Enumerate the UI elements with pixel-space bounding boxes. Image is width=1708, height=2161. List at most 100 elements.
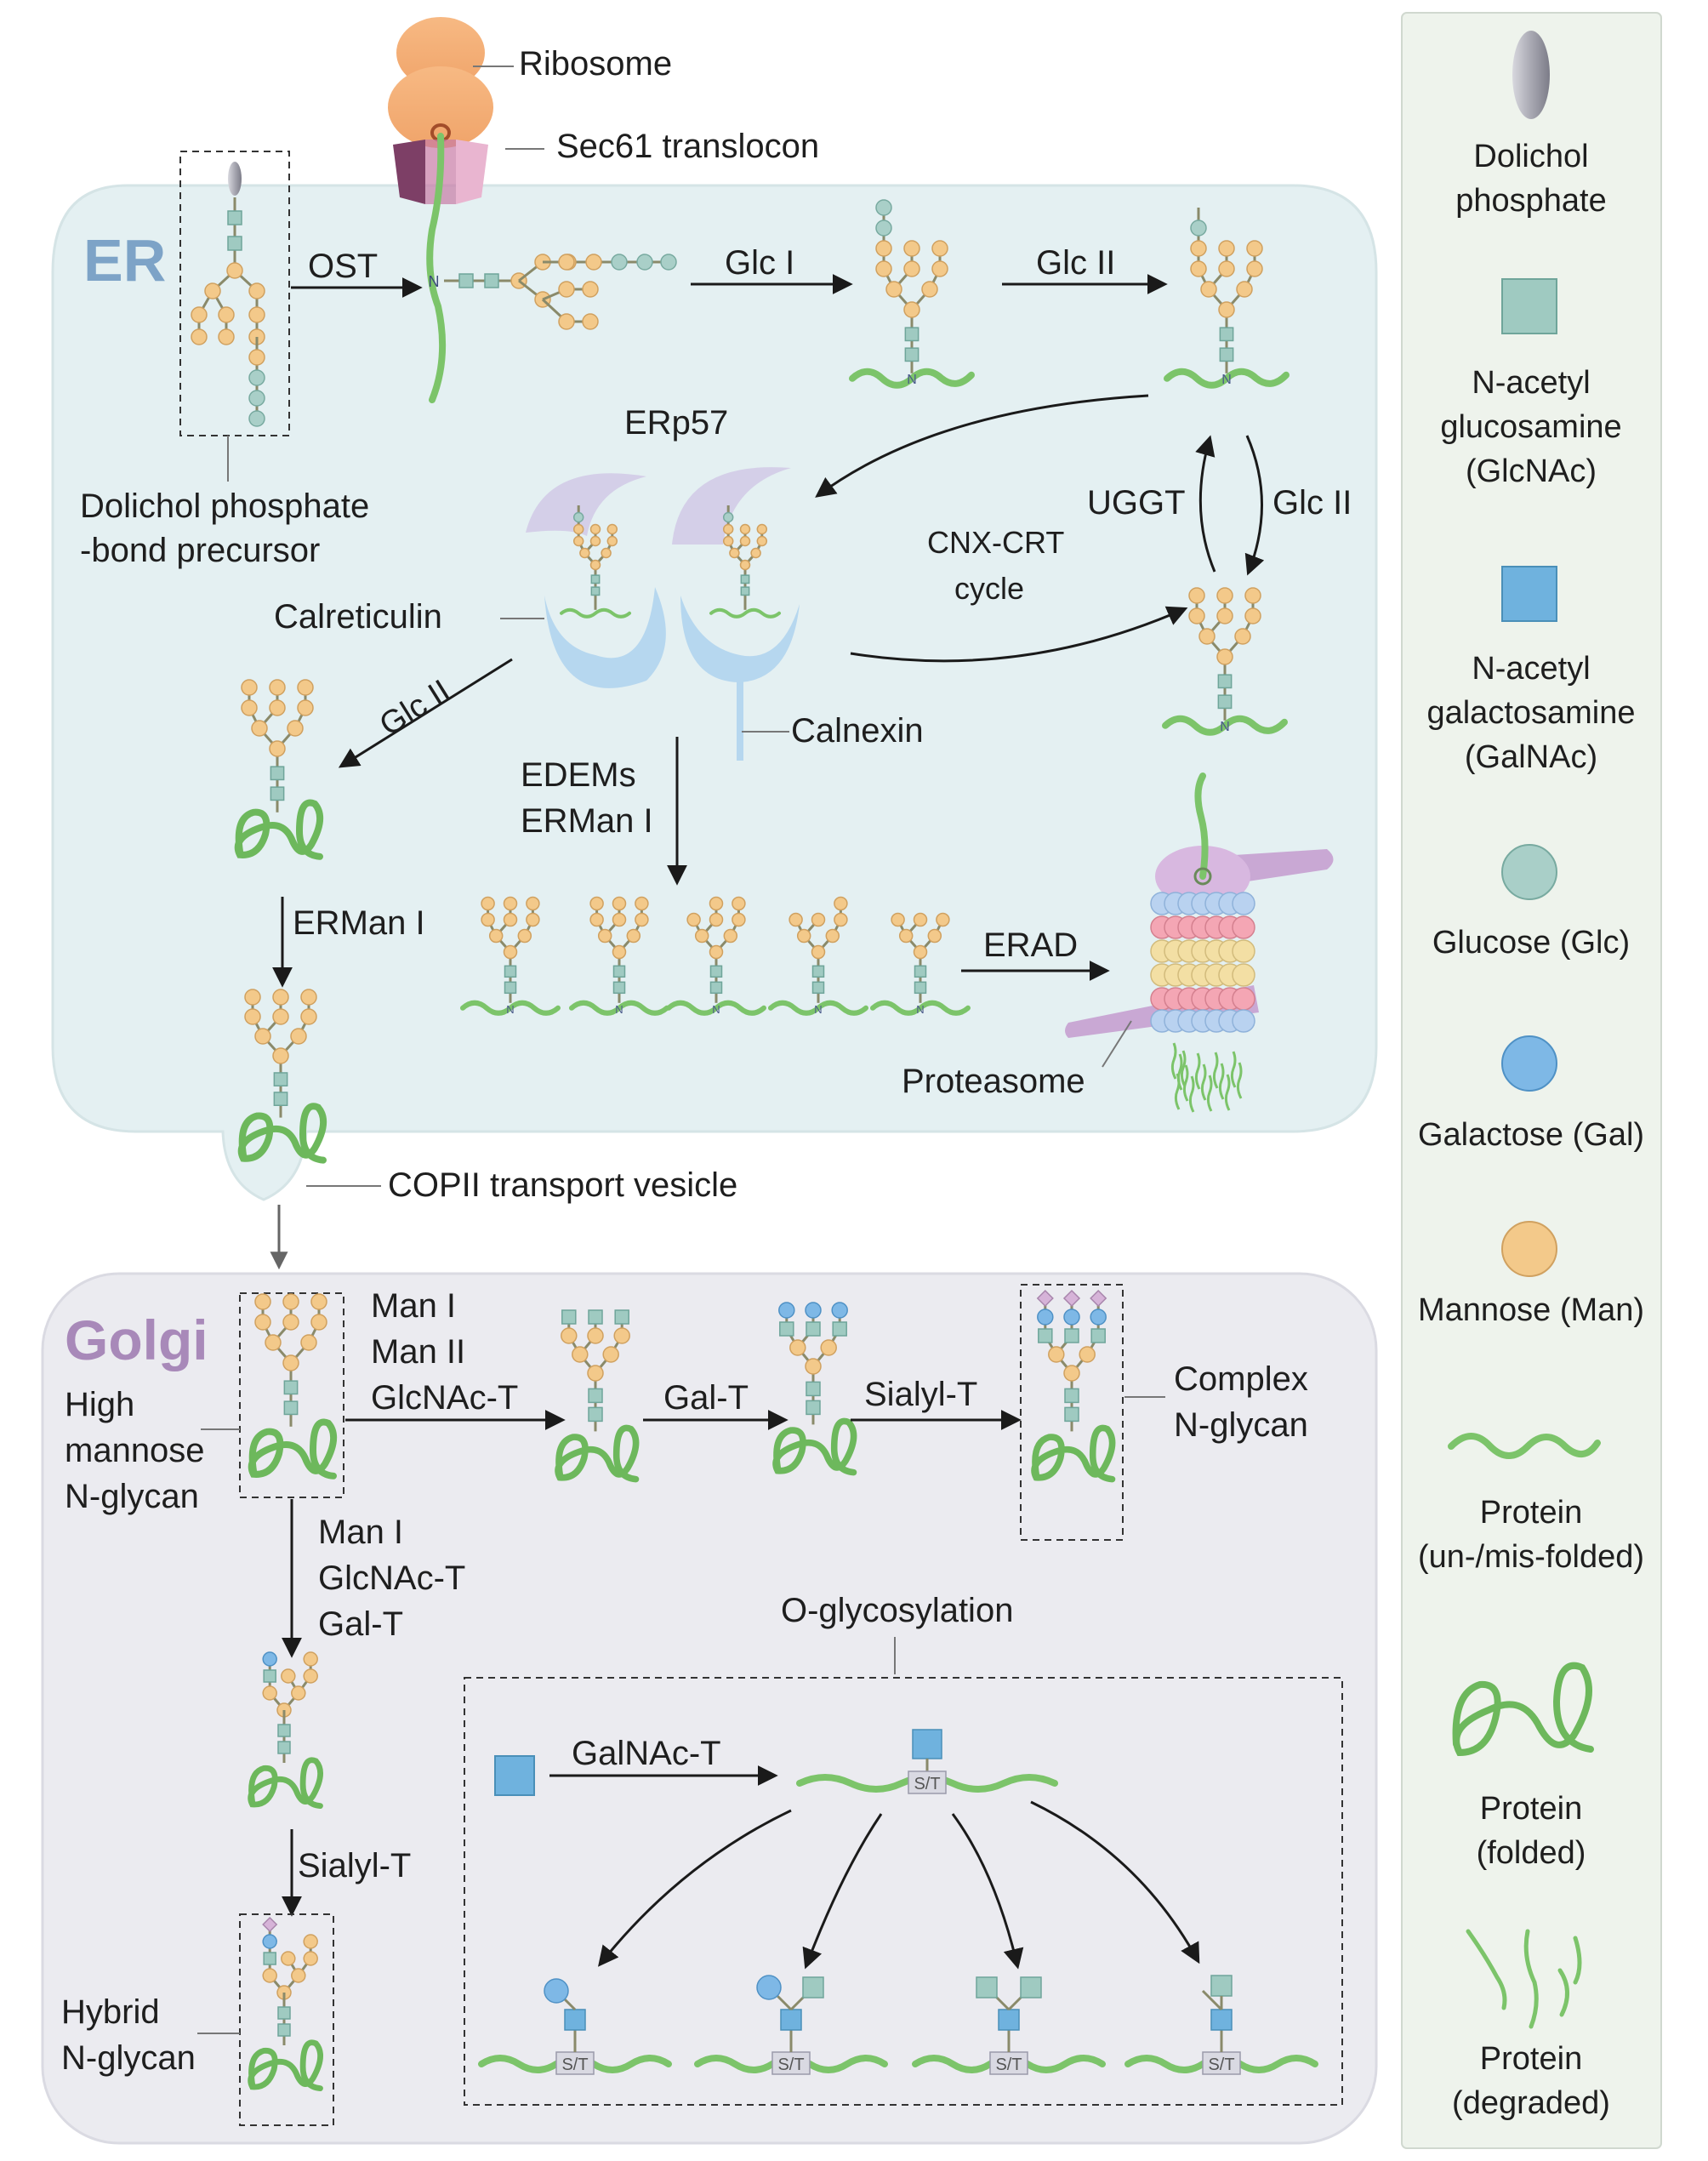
mannose-residue — [191, 306, 208, 323]
unfolded-protein-chain — [849, 368, 975, 389]
glcnac-residue — [709, 965, 723, 978]
folded-protein-chain — [234, 799, 323, 860]
high-mannose-glycan — [248, 1293, 337, 1480]
mannose-residue — [300, 1334, 317, 1351]
mannose-residue — [635, 912, 649, 927]
mannose-residue — [1063, 1365, 1080, 1382]
glc2-cycle-label: Glc II — [1272, 484, 1352, 522]
legend-mannose: Mannose (Man) — [1418, 1292, 1644, 1328]
mannose-residue — [686, 912, 701, 927]
glcnac-residue — [612, 965, 626, 978]
mannose-residue — [898, 928, 914, 944]
glcnact-label: GlcNAc-T — [371, 1379, 518, 1417]
galnac-residue — [780, 2009, 802, 2031]
folded-protein-chain — [237, 1103, 327, 1164]
mannose-residue — [265, 1334, 282, 1351]
st-site-label: S/T — [777, 2056, 804, 2074]
legend-glucose: Glucose (Glc) — [1432, 925, 1630, 961]
chaperone-bound-glycan-2 — [709, 505, 781, 619]
st-site — [1202, 2051, 1241, 2075]
mannose-residue — [1236, 281, 1253, 298]
mannose-residue — [589, 535, 601, 547]
mannose-residue — [1218, 301, 1235, 318]
galactosylated-glycan — [772, 1302, 857, 1476]
degraded-peptide — [1194, 1052, 1201, 1090]
glcnac-residue — [614, 1309, 629, 1325]
glcnac-residue — [504, 965, 517, 978]
degraded-peptide — [1174, 1073, 1181, 1110]
degraded-peptide — [1188, 1075, 1195, 1113]
precursor-label-2: -bond precursor — [80, 532, 320, 569]
o-glycan-product-4: S/T — [1124, 1975, 1318, 2075]
high-mannose-label-2: mannose — [65, 1432, 205, 1469]
glucose-residue — [248, 410, 265, 427]
copii-label: COPII transport vesicle — [388, 1166, 737, 1204]
folded-glycoprotein-2 — [237, 989, 327, 1164]
folded-protein-chain — [555, 1424, 640, 1483]
st-site — [771, 2051, 811, 2075]
glycan-glc1: N — [1164, 208, 1290, 389]
mannose-residue — [739, 559, 751, 571]
glucose-residue — [248, 390, 265, 407]
mannose-residue — [796, 928, 811, 944]
mannose-residue — [1218, 240, 1235, 257]
bound-protein-chain — [709, 607, 781, 619]
glcnac-residue — [263, 1952, 276, 1965]
mannose-residue — [503, 912, 518, 927]
glcnac-residue — [806, 1400, 821, 1416]
mannose-residue — [488, 928, 504, 944]
glcnac-residue — [802, 1976, 824, 1998]
dolichol-anchor — [228, 162, 242, 196]
legend-labels: Dolichol phosphate N-acetyl glucosamine … — [1418, 139, 1644, 2121]
mannose-residue — [248, 349, 265, 366]
mannose-residue — [1188, 607, 1205, 624]
degraded-peptide — [1182, 1064, 1189, 1102]
glcnac-residue — [588, 1309, 603, 1325]
glucose-residue — [875, 220, 892, 237]
mannose-residue — [254, 1028, 271, 1045]
mannose-residue — [291, 1968, 306, 1983]
glcnac-residue — [588, 1406, 603, 1423]
glcnac-residue — [811, 965, 825, 978]
glcnac-residue — [1020, 1976, 1042, 1998]
o-glycosylation-box — [464, 1677, 1343, 2106]
glucose-residue — [572, 511, 584, 523]
mannose-residue — [811, 944, 826, 960]
trimmed-glycan: N — [870, 912, 971, 1016]
folded-protein-chain — [248, 2039, 323, 2092]
folded-protein-icon — [1452, 1662, 1594, 1757]
trimmed-glycan: N — [460, 896, 561, 1016]
legend-degraded-1: Protein — [1480, 2041, 1582, 2077]
mannose-residue — [834, 896, 848, 911]
mannose-residue — [582, 313, 599, 330]
unfolded-protein-chain — [460, 1000, 561, 1016]
mannose-residue — [572, 1346, 589, 1363]
mannose-residue — [582, 281, 599, 298]
glucose-residue — [722, 511, 734, 523]
folded-protein-chain — [248, 1757, 323, 1810]
trimmed-glycan: N — [768, 896, 868, 1016]
complex-label-1: Complex — [1174, 1360, 1308, 1398]
glcnac-residue — [484, 273, 499, 288]
uggt-label: UGGT — [1087, 484, 1186, 522]
mannose-residue — [282, 1354, 299, 1371]
nascent-chain — [426, 133, 447, 403]
mannose-residue — [572, 535, 584, 547]
mannose-residue — [875, 260, 892, 277]
o-glycan-product-1: S/T — [478, 1978, 672, 2075]
galactose-residue — [1063, 1309, 1080, 1326]
mannose-residue — [602, 1346, 619, 1363]
mannose-residue — [262, 1968, 277, 1983]
galactose-residue — [756, 1975, 782, 2000]
mannose-residue — [1198, 628, 1216, 645]
st-site-label: S/T — [995, 2056, 1022, 2074]
mannose-residue — [834, 912, 848, 927]
galactose-residue — [1037, 1309, 1054, 1326]
mannose-residue — [913, 912, 928, 927]
glcnac-residue — [283, 1400, 299, 1416]
galt-b-label: Gal-T — [318, 1605, 403, 1643]
unfolded-protein-icon — [1448, 1433, 1601, 1459]
glcnac-residue — [806, 1321, 821, 1337]
glcnac-residue — [832, 1321, 847, 1337]
glycan-glc2: N — [849, 199, 975, 389]
